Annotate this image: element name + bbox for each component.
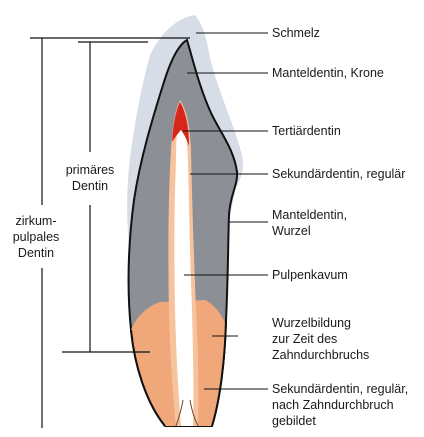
label-sekundaer-nach-line1: Sekundärdentin, regulär, <box>272 382 408 397</box>
label-wurzelbildung-line1: Wurzelbildung <box>272 316 351 331</box>
label-manteldentin-wurzel-line1: Manteldentin, <box>272 208 347 223</box>
label-manteldentin-wurzel-line2: Wurzel <box>272 224 311 239</box>
label-sekundaerdentin-regulaer: Sekundärdentin, regulär <box>272 167 405 182</box>
label-wurzelbildung-line3: Zahndurchbruchs <box>272 348 369 363</box>
label-zirkum-line2: pulpales <box>8 230 64 245</box>
label-schmelz: Schmelz <box>272 26 320 41</box>
label-sekundaer-nach-line2: nach Zahndurchbruch <box>272 398 394 413</box>
label-primaeres-line1: primäres <box>60 163 120 178</box>
label-zirkum-line3: Dentin <box>8 246 64 261</box>
label-pulpenkavum: Pulpenkavum <box>272 268 348 283</box>
label-primaeres-line2: Dentin <box>60 179 120 194</box>
label-zirkum-line1: zirkum- <box>8 214 64 229</box>
label-tertiaerdentin: Tertiärdentin <box>272 124 341 139</box>
label-sekundaer-nach-line3: gebildet <box>272 414 316 429</box>
label-wurzelbildung-line2: zur Zeit des <box>272 332 337 347</box>
label-manteldentin-krone: Manteldentin, Krone <box>272 66 384 81</box>
